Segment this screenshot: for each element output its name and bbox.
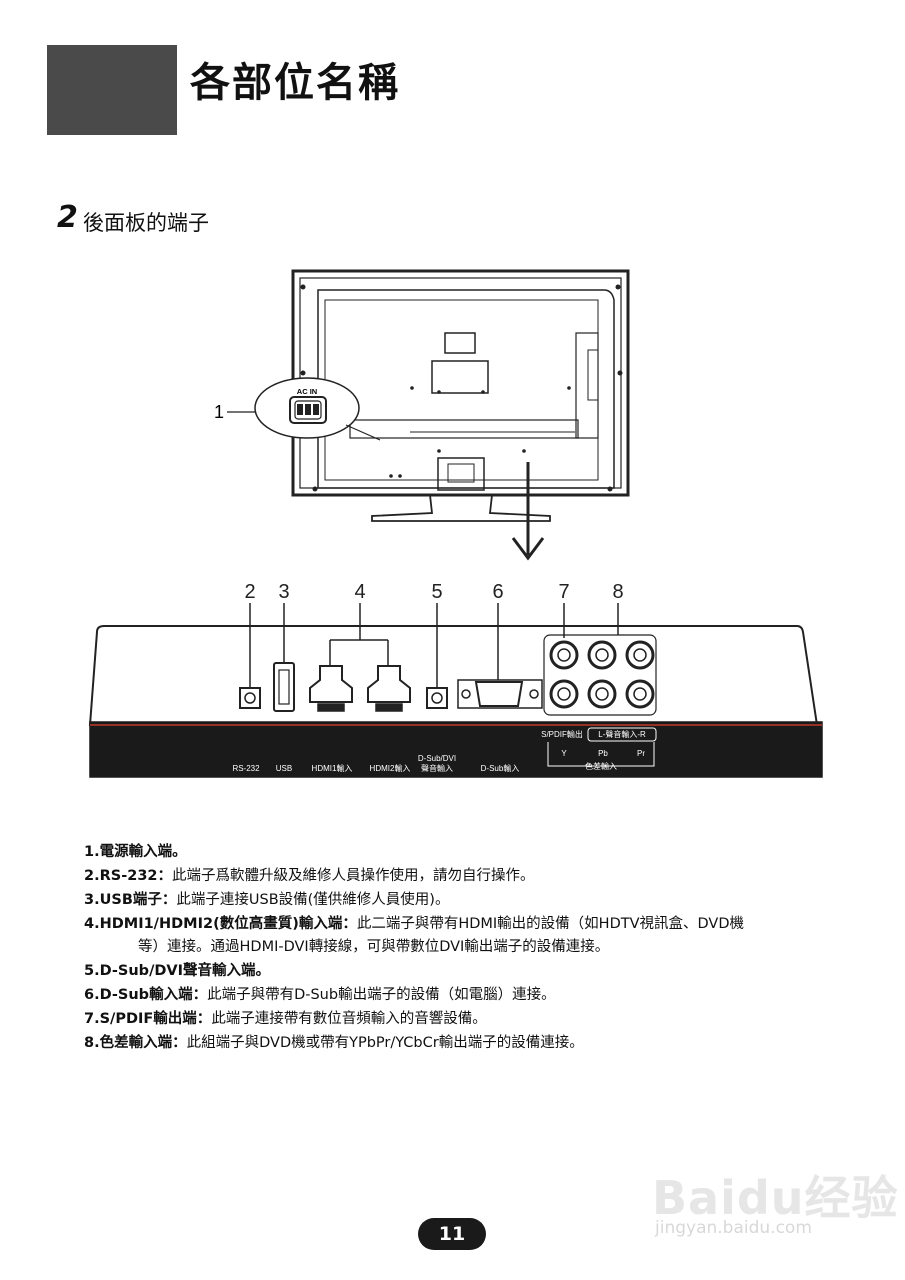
panel-number-7: 7 bbox=[558, 581, 569, 603]
label-dsub-dvi-2: 聲音輸入 bbox=[421, 763, 453, 773]
label-rs232: RS-232 bbox=[232, 764, 260, 773]
section-title: 後面板的端子 bbox=[83, 211, 209, 235]
page-title: 各部位名稱 bbox=[190, 60, 400, 106]
panel-number-2: 2 bbox=[244, 581, 255, 603]
panel-number-5: 5 bbox=[431, 581, 442, 603]
desc-item-6: 6.D-Sub輸入端：此端子與帶有D-Sub輸出端子的設備（如電腦）連接。 bbox=[84, 987, 556, 1003]
panel-number-4: 4 bbox=[354, 581, 365, 603]
label-spdif: S/PDIF輸出 bbox=[541, 729, 583, 739]
desc-item-3: 3.USB端子：此端子連接USB設備(僅供維修人員使用)。 bbox=[84, 892, 450, 908]
desc-item-5: 5.D-Sub/DVI聲音輸入端。 bbox=[84, 963, 271, 979]
label-hdmi1: HDMI1輸入 bbox=[312, 763, 353, 773]
label-hdmi2: HDMI2輸入 bbox=[370, 763, 411, 773]
label-component: 色差輸入 bbox=[585, 761, 617, 771]
ac-in-label: AC IN bbox=[297, 387, 317, 396]
panel-number-3: 3 bbox=[278, 581, 289, 603]
terminal-panel bbox=[88, 603, 823, 778]
desc-item-2: 2.RS-232：此端子爲軟體升級及維修人員操作使用，請勿自行操作。 bbox=[84, 868, 535, 884]
page-number: 11 bbox=[418, 1218, 486, 1250]
desc-item-4-cont: 等）連接。通過HDMI-DVI轉接線，可與帶數位DVI輸出端子的設備連接。 bbox=[138, 939, 610, 955]
label-audio-lr: L-聲音輸入-R bbox=[598, 729, 646, 739]
desc-item-8: 8.色差輸入端：此組端子與DVD機或帶有YPbPr/YCbCr輸出端子的設備連接… bbox=[84, 1035, 584, 1051]
label-pr: Pr bbox=[637, 749, 645, 758]
label-pb: Pb bbox=[598, 749, 608, 758]
label-usb: USB bbox=[276, 764, 292, 773]
desc-item-4: 4.HDMI1/HDMI2(數位高畫質)輸入端：此二端子與帶有HDMI輸出的設備… bbox=[84, 916, 745, 932]
tv-back-illustration bbox=[227, 269, 630, 561]
watermark-brand: Baidu经验 bbox=[652, 1171, 899, 1225]
section-number: 2 bbox=[57, 200, 78, 235]
rear-panel-diagram: AC IN 1 bbox=[88, 269, 823, 778]
panel-number-6: 6 bbox=[492, 581, 503, 603]
label-y: Y bbox=[561, 749, 567, 758]
watermark-url: jingyan.baidu.com bbox=[655, 1218, 812, 1238]
desc-item-1: 1.電源輸入端。 bbox=[84, 844, 187, 860]
title-block bbox=[47, 45, 177, 135]
callout-number-1: 1 bbox=[214, 402, 224, 422]
label-dsub-dvi-1: D-Sub/DVI bbox=[418, 754, 456, 763]
label-dsub: D-Sub輸入 bbox=[481, 763, 520, 773]
desc-item-7: 7.S/PDIF輸出端：此端子連接帶有數位音頻輸入的音響設備。 bbox=[84, 1011, 487, 1027]
panel-number-8: 8 bbox=[612, 581, 623, 603]
